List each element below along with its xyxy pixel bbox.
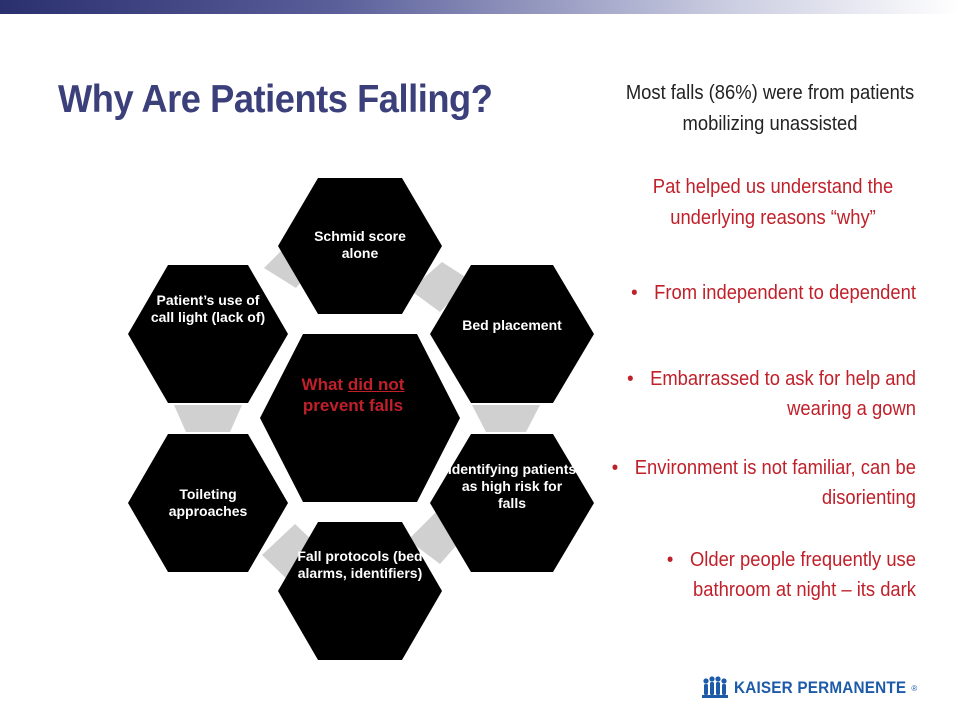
connector-shape	[472, 405, 540, 432]
bullet-text: From independent to dependent	[654, 282, 916, 304]
bullet-item: • Embarrassed to ask for help and wearing…	[625, 364, 916, 424]
bullet-glyph: •	[627, 368, 634, 390]
center-label-part: prevent falls	[302, 396, 404, 415]
bullet-glyph: •	[666, 549, 674, 571]
hexagon-identifying-patients	[430, 434, 594, 572]
falls-statistic-note: Most falls (86%) were from patients mobi…	[625, 82, 915, 135]
center-label-part: What	[301, 375, 348, 394]
center-label-emphasis: did not	[347, 375, 405, 394]
node-label-bed-placement: Bed placement	[462, 317, 562, 333]
bullet-item: • Environment is not familiar, can be dis…	[607, 453, 916, 513]
center-label: What did not prevent falls	[283, 374, 423, 416]
node-label-fall-protocols: Fall protocols (bed alarms, identifiers)	[297, 548, 423, 581]
connector-shape	[174, 405, 242, 432]
connector-shape	[410, 262, 470, 312]
logo-text: KAISER PERMANENTE	[734, 678, 907, 697]
bullet-glyph: •	[611, 457, 619, 479]
bullet-item: • Older people frequently use bathroom at…	[607, 545, 916, 605]
connector-shape	[262, 524, 318, 584]
registered-mark: ®	[911, 683, 918, 693]
node-label-toileting: Toileting approaches	[168, 486, 248, 519]
node-label-identifying-patients: Identifying patients as high risk for fa…	[447, 461, 577, 511]
node-label-schmid-score: Schmid score alone	[314, 228, 406, 261]
top-gradient-bar	[0, 0, 960, 14]
hexagon-call-light	[128, 265, 288, 403]
bullet-text: Older people frequently use bathroom at …	[689, 549, 916, 601]
slide-title: Why Are Patients Falling?	[58, 78, 493, 121]
hexagon-fall-protocols	[278, 522, 442, 660]
bullet-glyph: •	[631, 282, 638, 304]
hexagon-toileting	[128, 434, 288, 572]
node-label-call-light: Patient’s use of call light (lack of)	[150, 292, 266, 325]
kaiser-figures-icon	[702, 676, 728, 698]
reasons-why-note: Pat helped us understand the underlying …	[652, 176, 894, 229]
bullet-text: Environment is not familiar, can be diso…	[634, 457, 916, 509]
hexagon-center	[260, 334, 460, 502]
kaiser-permanente-logo: KAISER PERMANENTE ®	[700, 674, 917, 702]
bullet-item: • From independent to dependent	[625, 278, 916, 308]
bullet-text: Embarrassed to ask for help and wearing …	[650, 368, 916, 420]
hexagon-bed-placement	[430, 265, 594, 403]
hexagon-schmid-score	[278, 178, 442, 314]
